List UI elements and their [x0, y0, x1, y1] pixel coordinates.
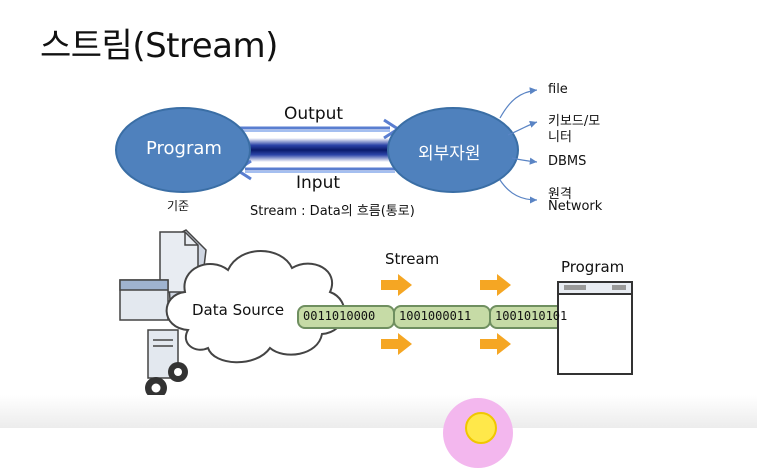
input-label: Input: [296, 173, 341, 193]
external-resource-ellipse: [387, 107, 519, 193]
flow-arrow-top-1: [381, 274, 412, 296]
external-resource-label: 외부자원: [418, 144, 481, 164]
resource-remote: 원격: [548, 187, 572, 202]
output-label: Output: [284, 104, 344, 124]
resource-keyboard-monitor-2: 니터: [548, 130, 572, 145]
stream-label: Stream: [385, 250, 440, 268]
stream-caption: Stream : Data의 흐름(통로): [250, 204, 415, 219]
program-window-icon: [557, 281, 633, 375]
curve-arrow-dbms: [511, 157, 538, 165]
resource-dbms: DBMS: [548, 154, 587, 169]
stream-pipe: [235, 138, 400, 162]
resource-file: file: [548, 82, 568, 97]
top-diagram: [115, 87, 538, 204]
program-label: Program: [146, 138, 222, 159]
flow-arrow-bottom-2: [480, 333, 511, 355]
curve-arrow-file: [499, 87, 538, 119]
data-source-cloud: [165, 250, 346, 364]
gears-icon: [145, 362, 188, 399]
resource-network: Network: [548, 199, 603, 214]
program-ellipse: [115, 107, 251, 193]
slide: 스트림(Stream): [0, 26, 757, 468]
window-icon: [119, 279, 169, 321]
curve-arrow-network: [499, 179, 538, 204]
bit-text-1: 0011010000: [303, 309, 376, 323]
basis-label: 기준: [167, 199, 190, 213]
cursor-dot: [465, 412, 497, 444]
flow-arrow-bottom-1: [381, 333, 412, 355]
flow-arrow-top-2: [480, 274, 511, 296]
bottom-bar: [0, 395, 757, 428]
resource-keyboard-monitor-1: 키보드/모: [548, 114, 601, 129]
bit-text-2: 1001000011: [399, 309, 472, 323]
data-source-label: Data Source: [192, 301, 285, 319]
bottom-diagram: [119, 229, 633, 399]
bit-text-3: 1001010101: [495, 309, 568, 323]
slide-title: 스트림(Stream): [40, 26, 278, 66]
curve-arrow-keyboard: [507, 120, 538, 136]
program-window-label: Program: [561, 258, 625, 276]
